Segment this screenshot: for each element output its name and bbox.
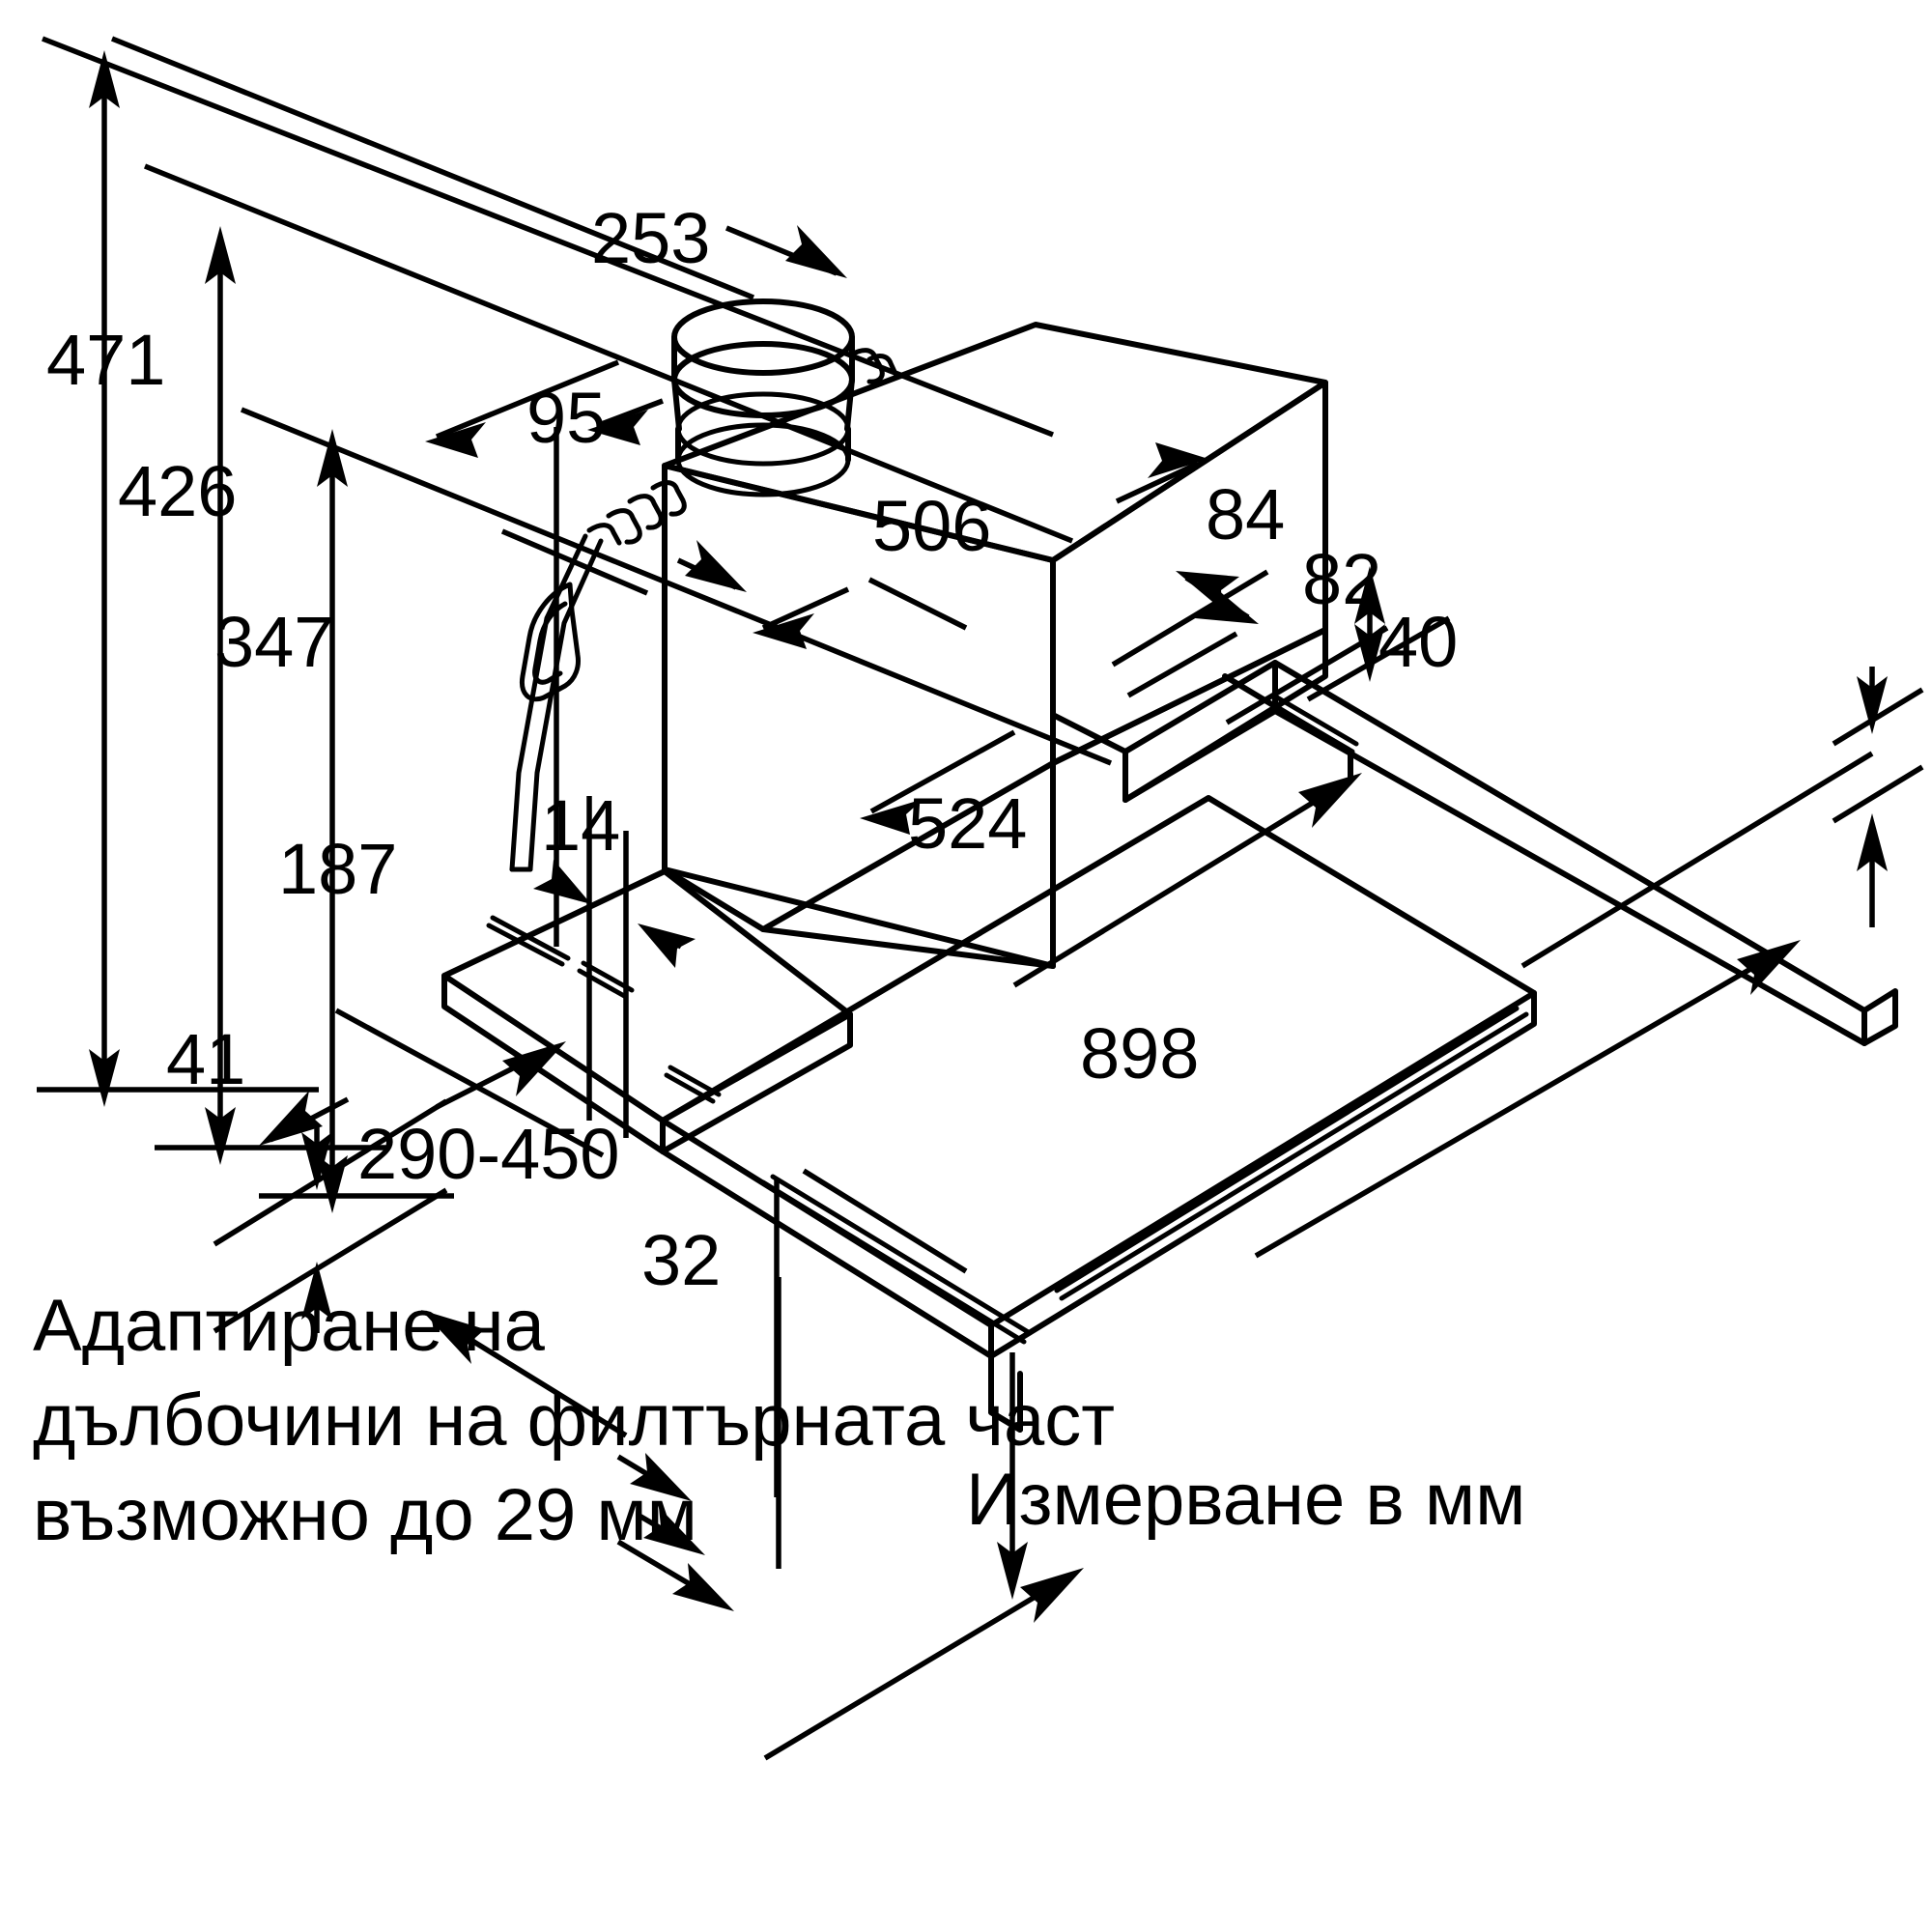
dimension-label-95: 95 [526,378,606,458]
dimension-label-426: 426 [118,451,237,531]
dimension-label-471: 471 [46,320,165,400]
dimension-524 [860,631,1362,988]
dimension-253 [110,36,847,458]
units-note: Измерване в мм [966,1459,1525,1541]
dimension-32 [616,1277,1028,1611]
dimension-82 [1306,566,1451,702]
dimension-label-32: 32 [641,1220,721,1300]
dimension-471 [37,36,1055,1107]
hood-housing-body [662,322,1328,969]
mounting-bracket-rail [1122,660,1898,1046]
dimension-84 [1111,569,1389,725]
dimension-898 [763,751,1874,1761]
dimension-label-82: 82 [1302,539,1381,619]
adaptation-note-line-1: Адаптиране на [33,1285,546,1367]
dimension-14 [533,796,696,1138]
dimension-label-898: 898 [1080,1013,1199,1094]
dimension-40 [1832,667,1924,927]
dimension-label-506: 506 [872,486,991,566]
hinge-clips [586,348,898,546]
dimension-label-41: 41 [166,1019,245,1099]
dimension-347 [240,407,1113,1213]
duct-outlet-collar [671,298,855,497]
dimension-label-187: 187 [278,829,397,909]
dimension-426 [143,163,1074,1165]
adaptation-note-line-3: възможно до 29 мм [33,1474,697,1556]
dimension-187 [259,1008,605,1158]
dimension-label-290-450: 290-450 [357,1114,620,1194]
dimension-label-524: 524 [908,783,1027,864]
dimension-label-253: 253 [591,198,710,278]
dimension-label-14: 14 [541,785,620,866]
filter-flap-profile [509,533,604,872]
dimension-label-40: 40 [1378,602,1458,682]
dimension-506 [753,442,1208,649]
telescopic-base-frame [660,795,1537,1433]
dimension-41 [213,1098,448,1334]
dimension-label-84: 84 [1206,474,1285,554]
dimension-95 [500,398,747,947]
adaptation-note-line-2: дълбочини на филтърната част [33,1379,1115,1462]
dimension-label-347: 347 [214,602,333,682]
